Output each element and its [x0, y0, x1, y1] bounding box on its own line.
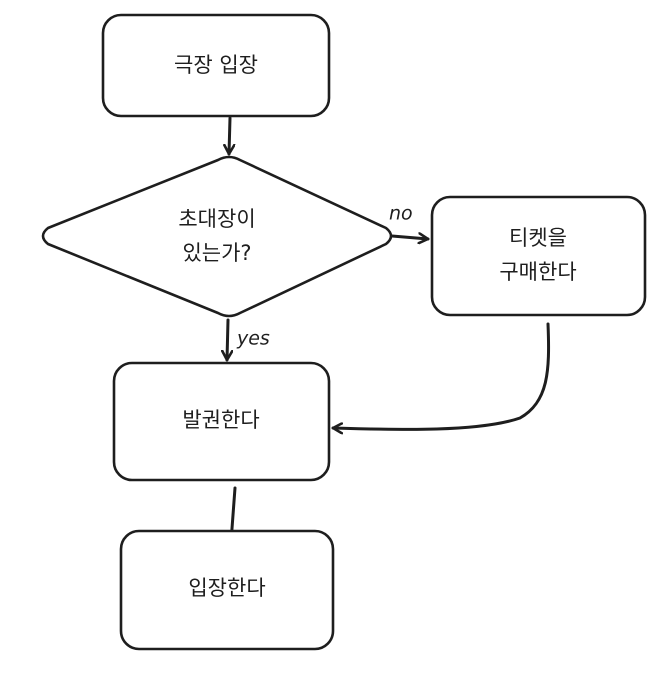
node-has-invitation-line2: 있는가? — [182, 241, 251, 265]
arrow-buy-to-issue — [331, 322, 551, 429]
edge-label-no: no — [389, 203, 413, 225]
node-issue-ticket-label: 발권한다 — [182, 408, 259, 432]
node-enter-theater: 극장 입장 — [101, 13, 331, 118]
node-issue-ticket-box — [112, 361, 331, 482]
edge-label-yes: yes — [236, 328, 270, 350]
node-has-invitation-line1: 초대장이 — [178, 207, 255, 231]
node-buy-ticket-line1: 티켓을 — [509, 226, 567, 250]
node-enter-label: 입장한다 — [188, 576, 265, 600]
node-enter-theater-label: 극장 입장 — [174, 53, 258, 77]
arrow-decision-yes — [227, 318, 228, 362]
node-enter: 입장한다 — [119, 529, 335, 651]
arrow-enter-to-decision — [229, 116, 230, 156]
node-enter-theater-box — [101, 13, 331, 118]
node-has-invitation-diamond — [41, 155, 393, 318]
node-buy-ticket-box — [430, 195, 647, 317]
arrow-decision-no — [390, 236, 430, 239]
node-has-invitation: 초대장이 있는가? — [41, 155, 393, 318]
node-enter-box — [119, 529, 335, 651]
node-issue-ticket: 발권한다 — [112, 361, 331, 482]
node-buy-ticket: 티켓을 구매한다 — [430, 195, 647, 317]
node-buy-ticket-line2: 구매한다 — [499, 260, 576, 284]
